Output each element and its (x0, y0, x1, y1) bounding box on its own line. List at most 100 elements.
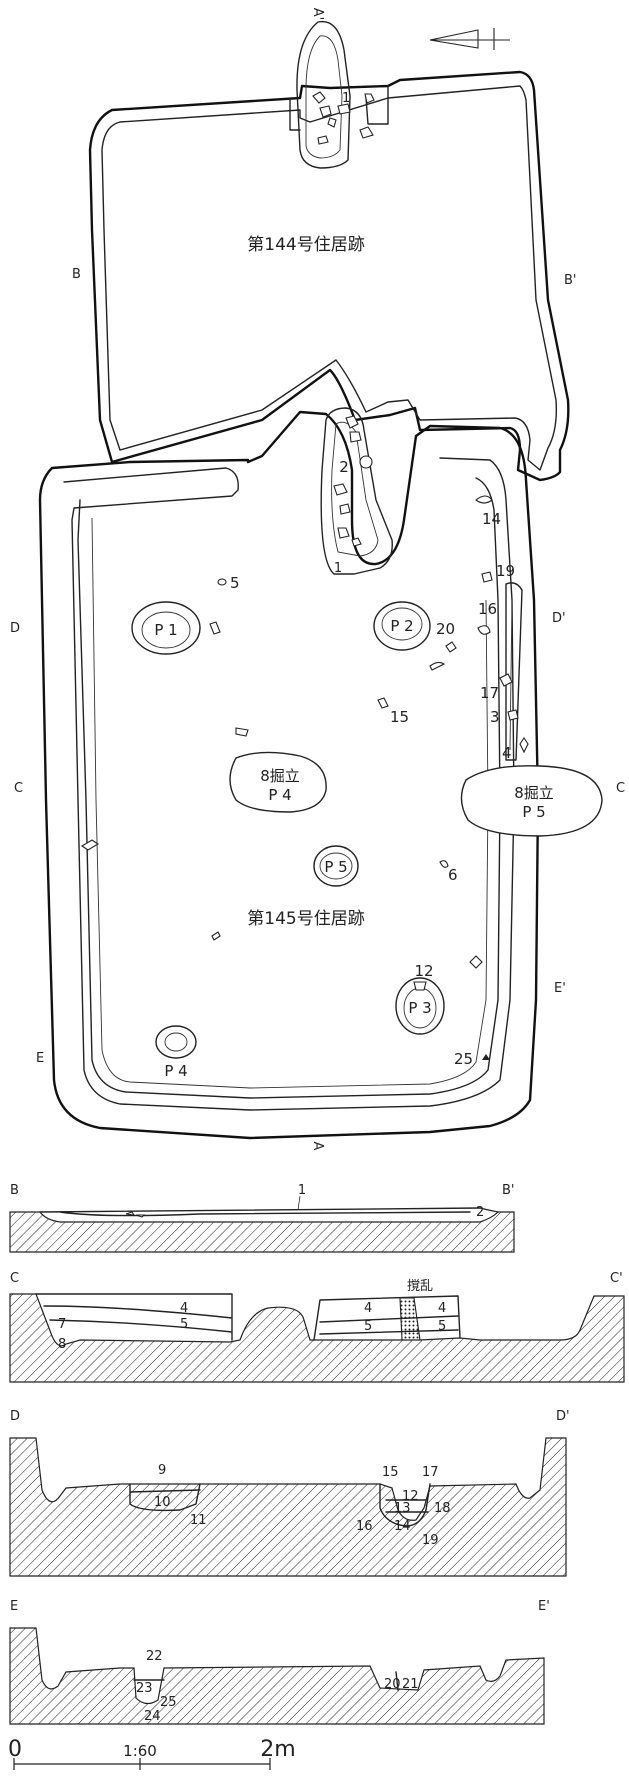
section-bb-layer-2: 2 (476, 1205, 484, 1220)
pit-p2: P 2 (373, 601, 431, 651)
house-144-outer-wall (88, 70, 570, 482)
find-label-1-upper: 1 (342, 91, 350, 106)
marker-d-prime: D' (552, 611, 566, 626)
stone (345, 415, 359, 429)
section-dd-layer-14: 14 (394, 1519, 411, 1534)
scale-bar-ratio: 1:60 (123, 1742, 157, 1760)
stone (327, 117, 337, 128)
stone (339, 503, 351, 515)
section-ee-pit-b (395, 1671, 399, 1691)
section-dd-layer-13: 13 (394, 1501, 411, 1516)
stone (317, 135, 329, 145)
post-hole-8-p4-outline (229, 751, 327, 813)
house-144-stub-right (365, 85, 389, 125)
north-arrow-icon (429, 28, 510, 50)
post-hole-8-p4-line2: P 4 (268, 786, 291, 804)
find-label-25: 25 (454, 1050, 473, 1068)
section-ee-right: E' (538, 1599, 550, 1614)
section-cc-disturbance (399, 1297, 421, 1341)
find-label-20: 20 (436, 620, 455, 638)
pit-p5-inner (319, 852, 353, 880)
post-hole-8-p4-line1: 8掘立 (260, 767, 300, 785)
pit-p3-label: P 3 (408, 999, 431, 1017)
section-cc-layer-5c: 5 (438, 1319, 446, 1334)
marker-b-prime: B' (564, 273, 577, 288)
section-bb-fill (39, 1207, 499, 1217)
section-cc-layer-8: 8 (58, 1337, 66, 1352)
right-trench-inner (509, 599, 513, 751)
find-label-5: 5 (230, 574, 240, 592)
pit-p4: P 4 (155, 1025, 197, 1080)
house-144-hearth-inner (305, 35, 343, 159)
pit-p1-label: P 1 (154, 621, 177, 639)
house-144-plan: 1 第144号住居跡 (88, 20, 570, 482)
section-ee-soil (9, 1627, 545, 1725)
marker-e: E (36, 1051, 44, 1066)
section-cc-layer-4b: 4 (364, 1301, 372, 1316)
find-label-14: 14 (482, 510, 501, 528)
section-ee-layer-21: 21 (402, 1677, 419, 1692)
stone (337, 103, 351, 115)
house-145-outer-wall (38, 410, 540, 1140)
right-trench (505, 582, 523, 761)
find-shape (439, 860, 449, 868)
section-ee-layer-20: 20 (384, 1677, 401, 1692)
house-144-label: 第144号住居跡 (247, 235, 364, 255)
find-label-4: 4 (502, 744, 512, 762)
section-cc-fill-left (35, 1293, 233, 1341)
section-dd-layer-15: 15 (382, 1465, 399, 1480)
pit-p5: P 5 (313, 845, 359, 887)
stone (359, 126, 374, 139)
house-145-label: 第145号住居跡 (247, 909, 364, 929)
find-shape (469, 955, 483, 969)
pit-p3-outer (395, 977, 445, 1035)
section-dd-layer-10: 10 (154, 1495, 171, 1510)
section-cc-soil (9, 1293, 625, 1383)
section-dd-layer-17: 17 (422, 1465, 439, 1480)
section-dd: D D' 9 10 11 15 17 12 13 18 16 14 19 (9, 1409, 570, 1577)
find-shape (235, 727, 249, 737)
house-145-hearth-outline (320, 407, 393, 575)
section-cc: C C' 撹乱 4 5 7 8 4 5 4 5 (9, 1271, 625, 1383)
section-ee: E E' 22 23 25 24 20 21 (9, 1599, 550, 1725)
stone (333, 483, 348, 496)
stone (349, 431, 362, 443)
find-label-19: 19 (496, 562, 515, 580)
house-145-finds (80, 495, 529, 1060)
stone (351, 537, 362, 547)
find-shape (507, 709, 519, 721)
find-label-2: 2 (339, 458, 349, 476)
find-label-3: 3 (490, 708, 500, 726)
section-dd-left: D (10, 1409, 20, 1424)
stone (337, 527, 350, 539)
stone (359, 455, 373, 469)
scale-bar-start: 0 (8, 1737, 22, 1762)
house-145-hearth-inner (331, 421, 379, 557)
pit-p1: P 1 (131, 601, 201, 655)
section-bb-soil (9, 1211, 515, 1253)
section-dd-layer-16: 16 (356, 1519, 373, 1534)
section-cc-layer-5a: 5 (180, 1317, 188, 1332)
marker-a-top: A' (310, 8, 325, 20)
pit-p4-inner (164, 1032, 188, 1052)
find-shape (499, 673, 513, 687)
house-145-floor-edge (91, 517, 489, 1089)
pit-p4-label: P 4 (164, 1062, 187, 1080)
section-bb-right: B' (502, 1183, 515, 1198)
house-145-hearth-stones (333, 415, 373, 547)
pit-p2-inner (381, 607, 423, 641)
section-ee-layer-23: 23 (136, 1681, 153, 1696)
section-dd-layer-18: 18 (434, 1501, 451, 1516)
house-144-inner-wall (101, 85, 558, 471)
post-hole-8-p4: 8掘立 P 4 (229, 751, 327, 813)
find-shape (80, 839, 100, 851)
section-dd-right: D' (556, 1409, 570, 1424)
marker-a-bottom: A (310, 1142, 325, 1151)
pit-p2-outer (373, 601, 431, 651)
house-145-inner-wall-a (63, 457, 515, 1111)
marker-e-prime: E' (554, 981, 566, 996)
find-label-6: 6 (448, 866, 458, 884)
stone (364, 93, 375, 104)
